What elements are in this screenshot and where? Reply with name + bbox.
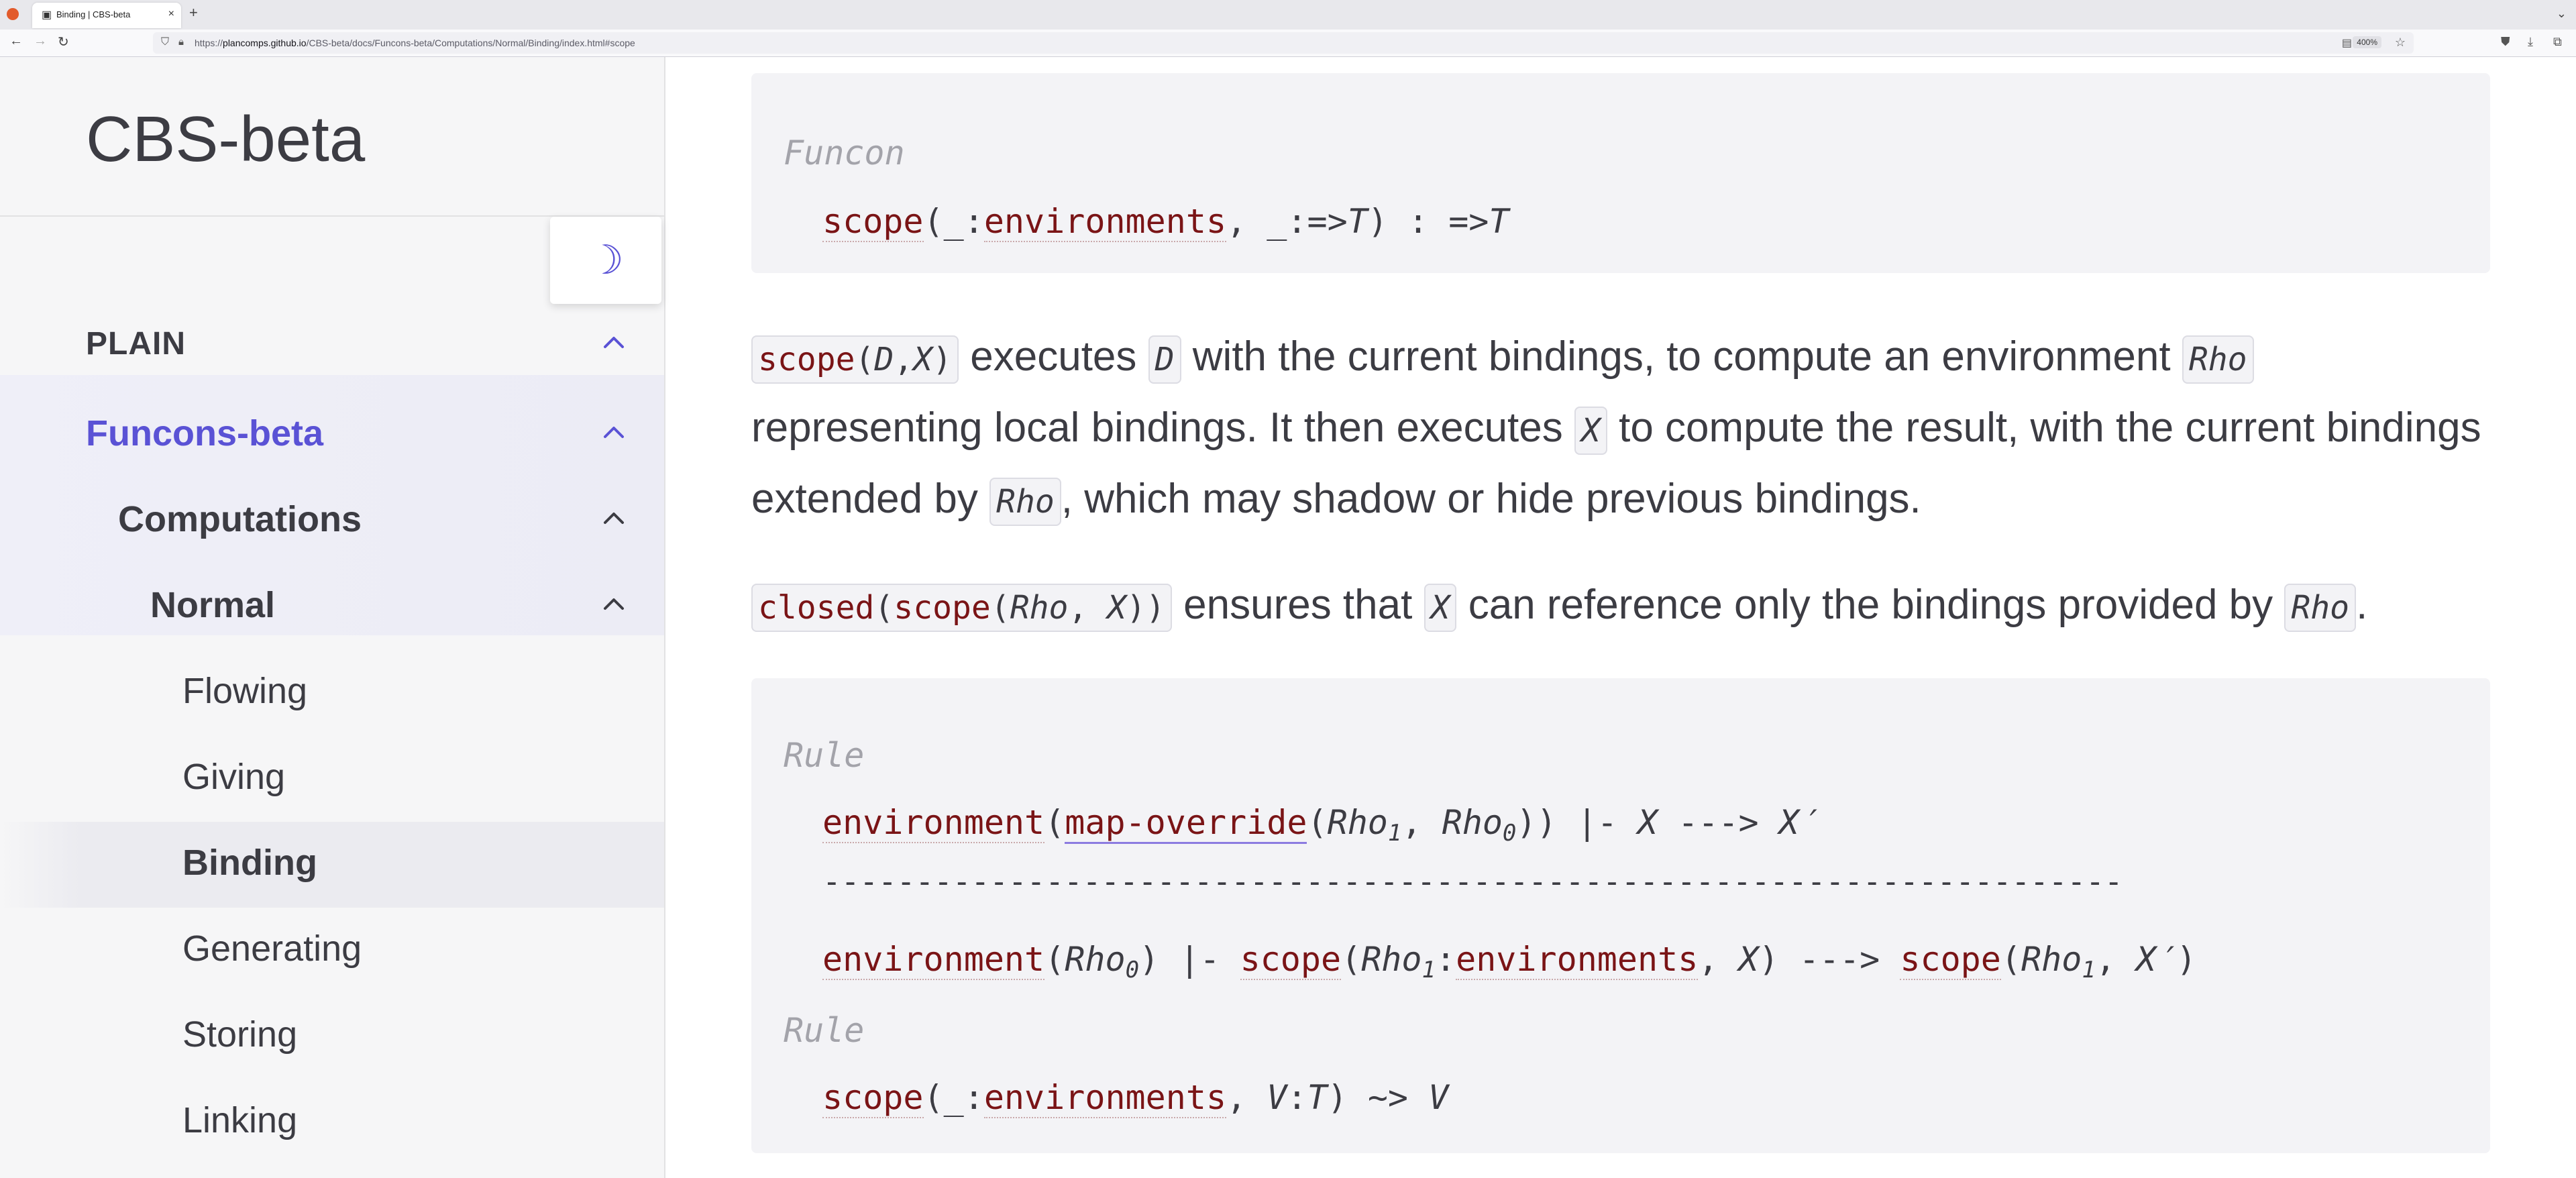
- rule-premise: environment(map-override(Rho1, Rho0)) |-…: [822, 803, 1819, 847]
- sidebar-item-label: Generating: [182, 928, 362, 969]
- inline-code: X: [1424, 584, 1457, 632]
- sidebar-item-label: Computations: [118, 499, 362, 539]
- pocket-icon[interactable]: ⛊: [2501, 35, 2510, 48]
- sidebar-item-binding[interactable]: Binding: [0, 822, 664, 908]
- rule-2: scope(_:environments, V:T) ~> V: [822, 1078, 1449, 1118]
- back-arrow-icon[interactable]: ←: [9, 34, 23, 48]
- sidebar-item-funcons-beta[interactable]: Funcons-beta: [0, 392, 664, 478]
- theme-toggle-button[interactable]: ☽: [550, 217, 661, 304]
- sidebar-item-label: Giving: [182, 757, 286, 797]
- rule-conclusion: environment(Rho0) |- scope(Rho1:environm…: [822, 940, 2197, 983]
- bookmark-star-icon[interactable]: ☆: [2394, 36, 2406, 49]
- extensions-icon[interactable]: ⧉: [2553, 35, 2562, 48]
- chevron-up-icon[interactable]: [597, 501, 631, 535]
- inline-code: Rho: [2182, 335, 2254, 384]
- chevron-up-icon[interactable]: [597, 587, 631, 621]
- description-paragraph-1: scope(D,X) executes D with the current b…: [751, 323, 2496, 536]
- sidebar-item-linking[interactable]: Linking: [0, 1079, 664, 1165]
- browser-tab-active[interactable]: ▣ Binding | CBS-beta ×: [32, 3, 181, 28]
- browser-nav-bar: ← → ↻ ⛉ 🔒︎ https://plancomps.github.io/C…: [0, 30, 2576, 57]
- lock-icon[interactable]: 🔒︎: [178, 36, 184, 48]
- sidebar-item-flowing[interactable]: Flowing: [0, 650, 664, 736]
- inline-code: Rho: [2284, 584, 2357, 632]
- close-tab-icon[interactable]: ×: [168, 8, 174, 19]
- reload-icon[interactable]: ↻: [58, 35, 69, 50]
- rule-label-2: Rule: [784, 1011, 865, 1050]
- reader-view-icon[interactable]: ▤: [2341, 38, 2352, 49]
- site-title[interactable]: CBS-beta: [86, 103, 366, 175]
- rule-code-box: Rule environment(map-override(Rho1, Rho0…: [751, 678, 2490, 1153]
- sidebar-item-label: Linking: [182, 1100, 298, 1140]
- url-text[interactable]: https://plancomps.github.io/CBS-beta/doc…: [195, 38, 635, 48]
- sidebar-item-label: Storing: [182, 1014, 298, 1055]
- rule-divider: ----------------------------------------…: [822, 863, 2123, 900]
- sidebar-item-label: Funcons-beta: [86, 413, 324, 453]
- sidebar-item-normal[interactable]: Normal: [0, 564, 664, 650]
- url-bar[interactable]: ⛉ 🔒︎ https://plancomps.github.io/CBS-bet…: [153, 32, 2414, 54]
- sidebar-item-label: Binding: [182, 843, 317, 883]
- tracking-shield-icon[interactable]: ⛉: [161, 36, 170, 48]
- funcon-code-box: Funcon scope(_:environments, _:=>T) : =>…: [751, 73, 2490, 273]
- inline-code: D: [1148, 335, 1181, 384]
- sidebar-item-plain[interactable]: PLAIN: [0, 303, 664, 388]
- inline-code: closed(scope(Rho, X)): [751, 584, 1172, 632]
- sidebar-item-computations[interactable]: Computations: [0, 478, 664, 564]
- sidebar: CBS-beta ☽ PLAIN Funcons-beta Computatio…: [0, 57, 665, 1178]
- moon-icon: ☽: [588, 237, 624, 282]
- description-paragraph-2: closed(scope(Rho, X)) ensures that X can…: [751, 571, 2496, 642]
- chevron-up-icon[interactable]: [597, 415, 631, 449]
- browser-app-icon[interactable]: [7, 8, 19, 20]
- funcon-signature: scope(_:environments, _:=>T) : =>T: [822, 202, 1509, 242]
- funcon-name[interactable]: scope: [822, 202, 924, 242]
- browser-tab-bar: ▣ Binding | CBS-beta × + ⌄: [0, 0, 2576, 30]
- forward-arrow-icon[interactable]: →: [34, 34, 47, 48]
- rule-label: Rule: [784, 736, 865, 775]
- inline-code: scope(D,X): [751, 335, 959, 384]
- list-all-tabs-icon[interactable]: ⌄: [2556, 7, 2567, 20]
- sidebar-item-giving[interactable]: Giving: [0, 736, 664, 822]
- sidebar-divider: [0, 215, 664, 217]
- map-override-link[interactable]: map-override: [1065, 803, 1307, 844]
- inline-code: X: [1574, 407, 1607, 455]
- inline-code: Rho: [989, 478, 1061, 526]
- new-tab-icon[interactable]: +: [189, 4, 198, 21]
- funcon-label: Funcon: [784, 133, 905, 172]
- sidebar-item-storing[interactable]: Storing: [0, 994, 664, 1079]
- chevron-up-icon[interactable]: [597, 325, 631, 359]
- page-favicon-icon: ▣: [42, 9, 52, 21]
- sidebar-item-label: Flowing: [182, 671, 308, 711]
- zoom-level-badge[interactable]: 400%: [2353, 36, 2381, 48]
- sidebar-item-label: Normal: [150, 585, 276, 625]
- sidebar-item-label: PLAIN: [86, 326, 186, 362]
- tab-title: Binding | CBS-beta: [56, 9, 131, 19]
- downloads-icon[interactable]: ⤓: [2528, 35, 2533, 48]
- sidebar-item-generating[interactable]: Generating: [0, 908, 664, 994]
